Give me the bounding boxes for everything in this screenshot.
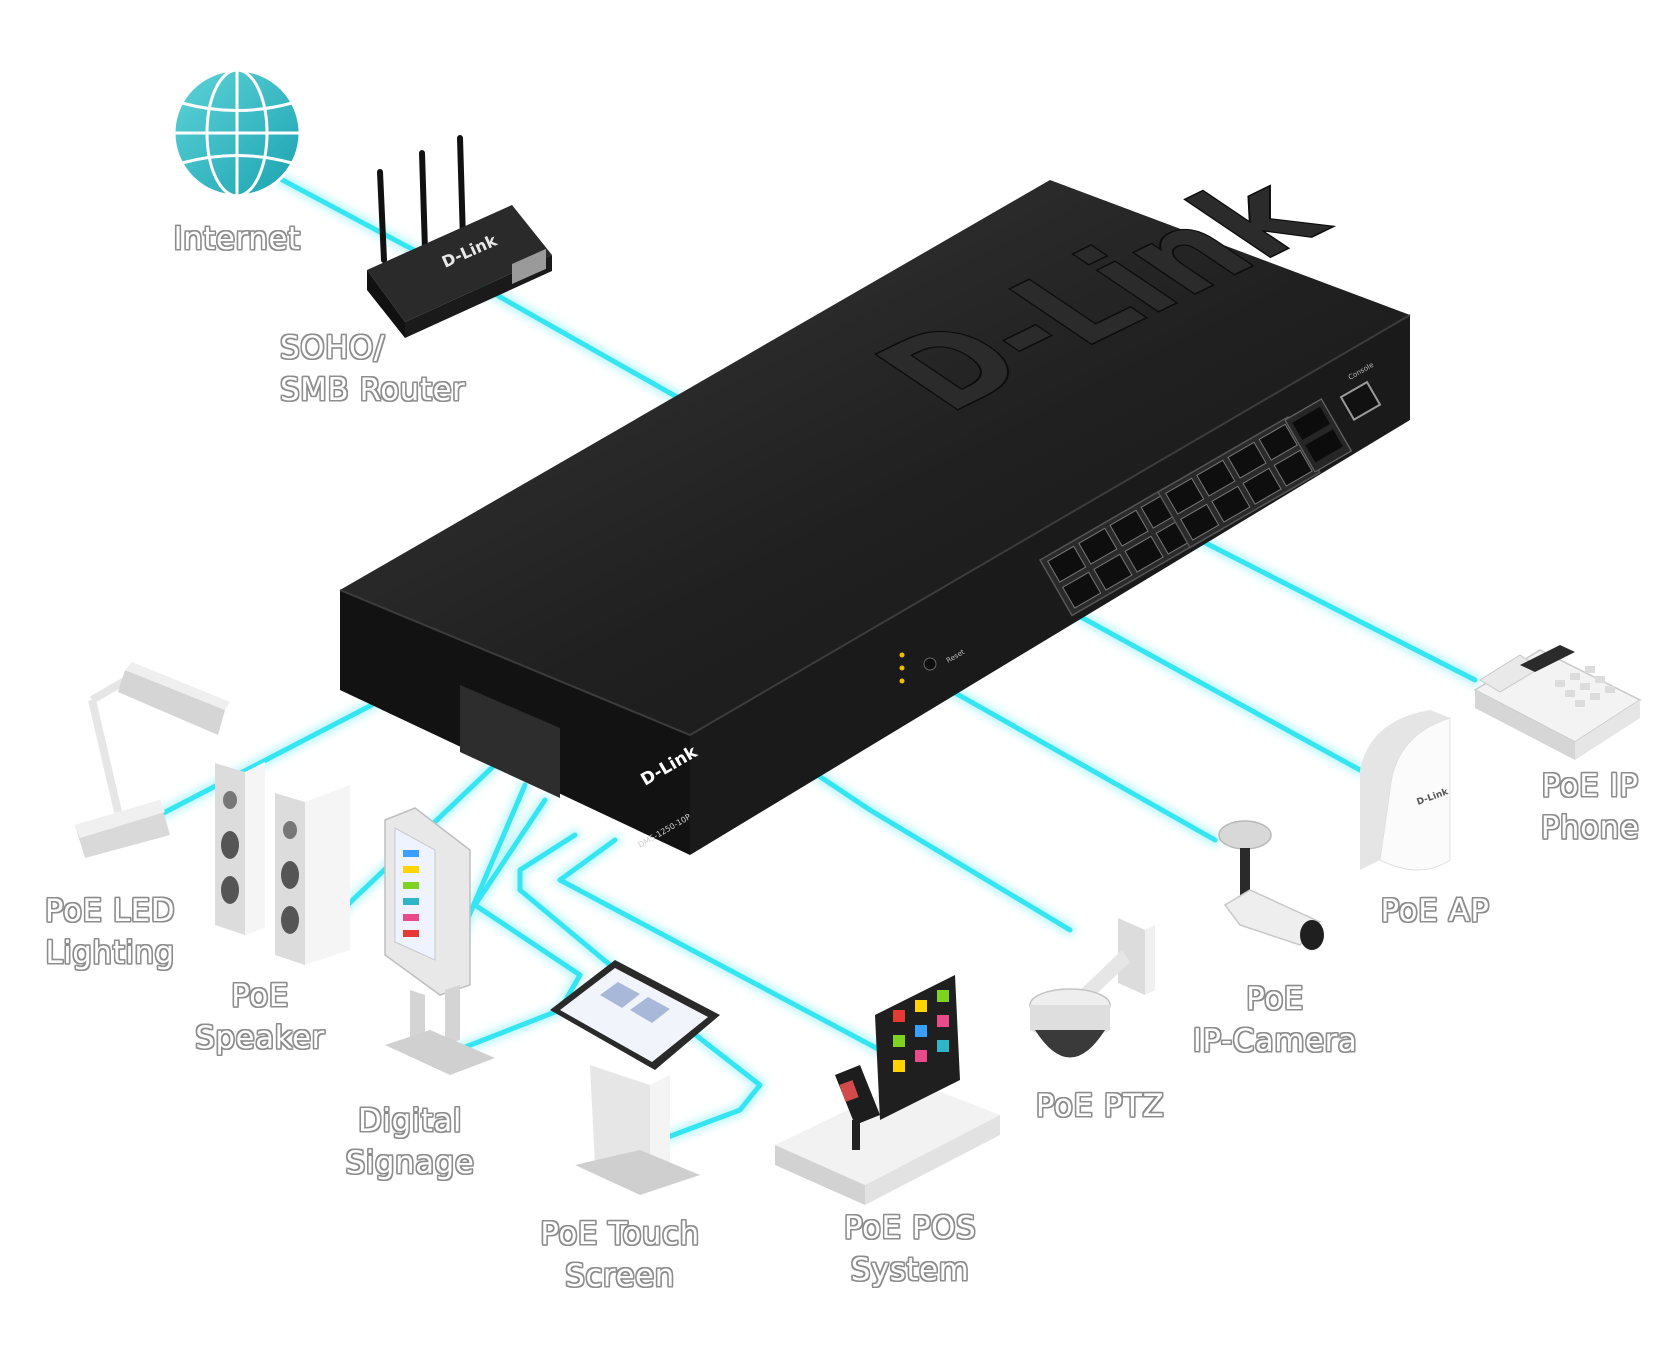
status-leds [899,652,937,684]
bullet-camera-icon [1218,820,1324,950]
label-touch-screen: PoE Touch Screen [540,1216,700,1294]
label-ip-phone: PoE IP Phone [1540,768,1640,846]
label-speaker: PoE Speaker [195,978,325,1056]
label-pos-system: PoE POS System [843,1210,977,1288]
label-ip-camera: PoE IP-Camera [1192,981,1358,1059]
globe-icon [172,68,302,198]
label-ptz: PoE PTZ [1035,1088,1165,1124]
touch-screen-icon [550,960,720,1195]
speaker-icon [215,762,350,965]
network-switch: D-Link [339,155,1411,855]
pos-terminal-icon [775,975,1000,1205]
ip-phone-icon [1473,645,1642,760]
label-internet: Internet [173,221,301,257]
lamp-icon [75,662,230,858]
vent-grille [460,685,560,798]
port-group-2 [1156,415,1321,549]
label-ap: PoE AP [1380,893,1490,929]
sfp-ports [1284,398,1353,473]
label-led-lighting: PoE LED Lighting [44,893,176,971]
kiosk-icon [384,807,495,1075]
access-point-icon: D-Link [1360,710,1451,871]
label-router: SOHO/ SMB Router [280,330,466,408]
cable-group [144,154,1481,1146]
label-digital-signage: Digital Signage [345,1103,475,1181]
router-icon: D-Link [367,135,552,338]
ptz-camera-icon [1029,918,1155,1058]
